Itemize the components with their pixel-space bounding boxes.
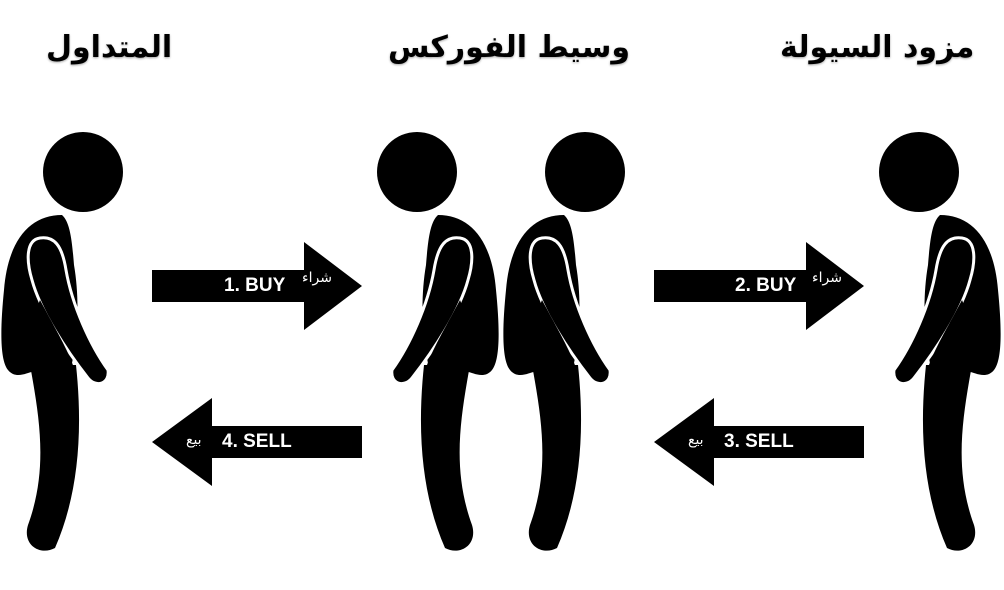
arrow-1-arabic-label: شراء: [302, 270, 332, 286]
arrow-1-label: 1. BUY: [224, 275, 286, 296]
liquidity-provider-title: مزود السيولة: [780, 30, 975, 65]
liquidity-provider-figure-icon: [877, 130, 1003, 553]
trader-figure-icon: [0, 130, 125, 553]
arrow-2-label: 2. BUY: [735, 275, 797, 296]
arrow-4-label: 4. SELL: [222, 431, 292, 452]
arrow-1-buy-icon: [152, 242, 362, 330]
broker-figure-left-icon: [375, 130, 501, 553]
broker-figure-right-icon: [501, 130, 627, 553]
arrow-4-sell-icon: [152, 398, 362, 486]
arrow-2-buy-icon: [654, 242, 864, 330]
trader-title: المتداول: [46, 30, 173, 65]
arrow-4-arabic-label: بيع: [186, 432, 202, 448]
arrow-3-arabic-label: بيع: [688, 432, 704, 448]
broker-title: وسيط الفوركس: [388, 30, 631, 65]
arrow-2-arabic-label: شراء: [812, 270, 842, 286]
arrow-3-label: 3. SELL: [724, 431, 794, 452]
arrow-3-sell-icon: [654, 398, 864, 486]
